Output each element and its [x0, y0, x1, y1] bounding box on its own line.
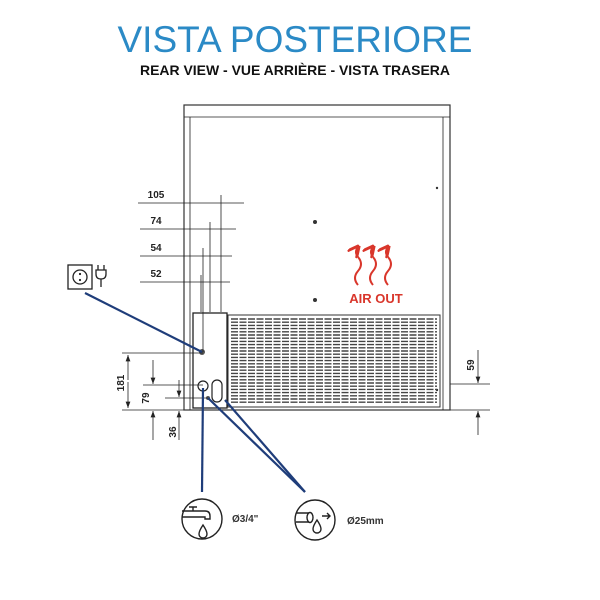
air-out-indicator: AIR OUT [349, 247, 403, 306]
connection-panel [192, 312, 228, 409]
page-title: VISTA POSTERIORE [117, 19, 472, 60]
dim-36: 36 [168, 426, 179, 438]
drain-port [211, 379, 223, 403]
dim-52: 52 [150, 269, 162, 280]
drain-pipe-icon [294, 499, 336, 541]
drain-size: Ø25mm [347, 516, 384, 527]
dim-74: 74 [150, 216, 162, 227]
water-inlet: Ø3/4" [181, 498, 259, 540]
water-inlet-size: Ø3/4" [232, 514, 259, 525]
water-tap-icon [181, 498, 223, 540]
condenser-grille [227, 314, 441, 408]
hot-air-arrows-icon [355, 247, 392, 286]
dim-59: 59 [466, 359, 477, 371]
dim-54: 54 [150, 243, 162, 254]
horizontal-dimensions: 105 74 54 52 [138, 190, 244, 352]
cabinet-outline [183, 104, 451, 411]
dim-105: 105 [148, 190, 165, 201]
air-out-label: AIR OUT [349, 291, 403, 306]
page-subtitle: REAR VIEW - VUE ARRIÈRE - VISTA TRASERA [140, 62, 450, 78]
dim-181: 181 [116, 374, 127, 391]
screw-icon [313, 298, 317, 302]
leader-lines [84, 292, 306, 493]
vertical-dimensions: 181 79 36 59 [116, 350, 490, 440]
power-socket-plug-icon [67, 264, 107, 290]
dim-79: 79 [141, 392, 152, 404]
drain: Ø25mm [294, 499, 384, 541]
screw-icon [313, 220, 317, 224]
